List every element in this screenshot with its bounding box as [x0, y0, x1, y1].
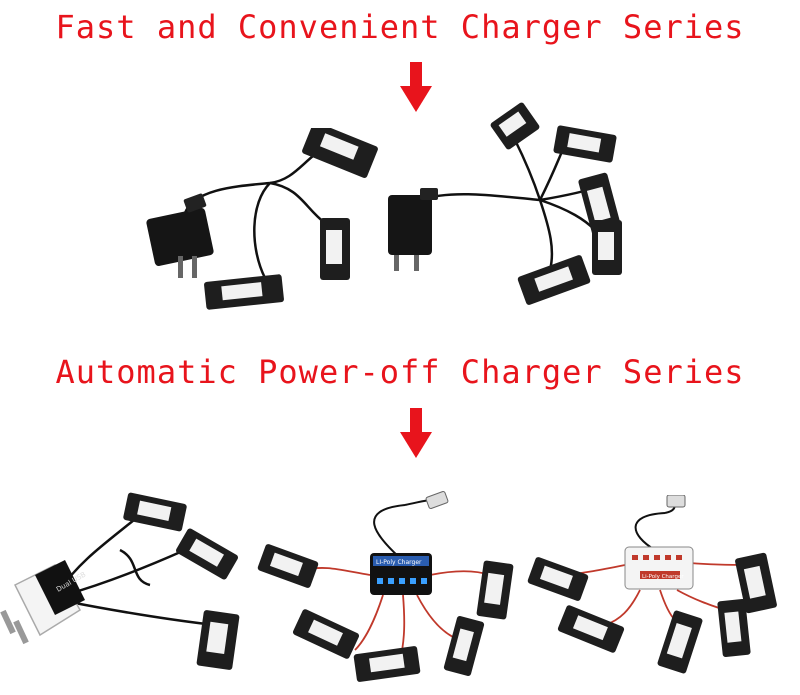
white-hub-charger-5-batteries-photo: Li-Poly Charger — [527, 495, 777, 674]
battery-2 — [476, 560, 514, 620]
battery-2 — [175, 528, 239, 580]
battery-1 — [257, 544, 319, 588]
battery-d — [592, 220, 622, 275]
battery-1 — [527, 557, 589, 601]
battery-b — [553, 125, 617, 163]
arrow-down-icon — [400, 62, 432, 112]
battery-1 — [123, 492, 187, 532]
battery-4 — [657, 610, 703, 674]
arrow-down-icon — [400, 408, 432, 458]
battery-5 — [717, 598, 751, 658]
title-fast-convenient-charger-series: Fast and Convenient Charger Series — [55, 8, 745, 46]
battery-e — [517, 255, 591, 305]
title-automatic-power-off-charger-series: Automatic Power-off Charger Series — [55, 353, 745, 391]
battery-2 — [735, 552, 777, 614]
hub-label: LI-Poly Charger — [376, 559, 422, 566]
battery-5 — [443, 616, 485, 676]
battery-a — [490, 102, 540, 150]
battery-3 — [292, 609, 360, 659]
battery-1 — [302, 128, 378, 178]
battery-4 — [353, 646, 421, 682]
battery-3 — [196, 610, 240, 670]
battery-2 — [320, 218, 350, 280]
fast-charger-3-batteries-photo — [146, 128, 378, 310]
black-hub-charger-5-batteries-photo: LI-Poly Charger — [257, 491, 514, 682]
fast-charger-5-batteries-photo — [388, 102, 622, 305]
battery-3 — [204, 274, 284, 310]
dual-usb-adapter-3-batteries-photo: Dual USB — [0, 492, 240, 670]
battery-3 — [557, 605, 625, 653]
hub-label: Li-Poly Charger — [642, 574, 684, 580]
